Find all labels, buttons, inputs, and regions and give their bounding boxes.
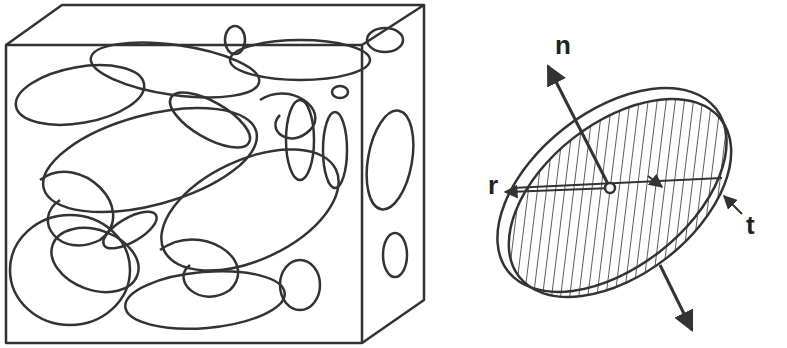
- variable-label: n: [555, 32, 571, 58]
- variable-label: t: [746, 212, 755, 238]
- variable-label: r: [488, 172, 498, 198]
